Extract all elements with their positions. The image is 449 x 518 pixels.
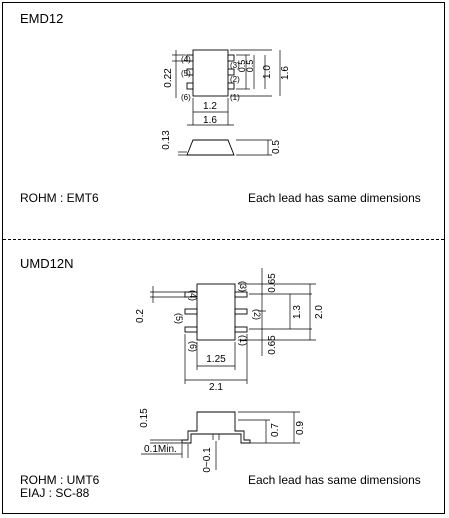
emd12-pin-label: (1) (230, 93, 240, 102)
umd12n-dim-height: 0.9 (295, 421, 306, 435)
umd12n-side-body (181, 411, 251, 444)
emd12-lead (227, 54, 235, 62)
umd12n-pin-label: (5) (174, 313, 184, 324)
umd12n-dim-total-len: 2.0 (314, 305, 325, 319)
emd12-pin-label: (4) (181, 55, 191, 64)
umd12n-dim-lead-thick: 0.15 (139, 408, 150, 428)
umd12n-dim-pitch-top: 0.65 (267, 273, 278, 293)
umd12n-dim-pitch-bottom: 0.65 (267, 335, 278, 355)
emd12-dim-total-width: 1.6 (203, 115, 217, 126)
emd12-lead (227, 82, 235, 90)
emd12-dim-pitch-a: 0.5 (237, 60, 247, 73)
umd12n-dim-standoff-range: 0~0.1 (202, 447, 213, 473)
drawing-frame (2, 2, 445, 514)
umd12n-pin-label: (3) (238, 281, 248, 292)
section1-title: EMD12 (20, 11, 64, 26)
emd12-dim-height: 0.5 (271, 140, 282, 154)
emd12-side-body (186, 139, 235, 156)
umd12n-lead (234, 326, 248, 333)
umd12n-dim-span-13: 1.3 (292, 305, 303, 319)
emd12-pin-label: (2) (230, 75, 240, 84)
emd12-dim-body-len: 1.0 (262, 65, 273, 79)
umd12n-pin-label: (1) (238, 335, 248, 346)
umd12n-dim-body-width: 1.25 (206, 354, 226, 365)
umd12n-lead (234, 308, 248, 315)
umd12n-dim-total-width: 2.1 (209, 382, 223, 393)
umd12n-pin-label: (6) (188, 341, 198, 352)
emd12-dim-total-len: 1.6 (280, 66, 291, 80)
emd12-dim-pitch-b: 0.5 (245, 60, 255, 73)
umd12n-lead (234, 291, 248, 298)
emd12-lead (186, 82, 194, 90)
emd12-lead (227, 68, 235, 76)
emd12-pin-label: (3) (230, 61, 240, 70)
emd12-dim-lead-thick: 0.13 (161, 130, 172, 150)
umd12n-lead (184, 308, 198, 315)
umd12n-dim-body-height: 0.7 (270, 423, 281, 437)
section1-note: Each lead has same dimensions (248, 191, 421, 205)
emd12-pin-label: (6) (181, 93, 191, 102)
umd12n-pin-label: (2) (252, 309, 262, 320)
umd12n-body (196, 283, 236, 341)
section2-package: ROHM : UMT6 (20, 473, 100, 487)
section2-title: UMD12N (20, 256, 74, 271)
emd12-lead (186, 54, 194, 62)
section2-note: Each lead has same dimensions (248, 473, 421, 487)
umd12n-lead (184, 291, 198, 298)
section-divider (3, 239, 444, 240)
section1-package: ROHM : EMT6 (20, 191, 99, 205)
umd12n-pin-label: (4) (188, 290, 198, 301)
umd12n-lead (184, 326, 198, 333)
section2-package-eiaj: EIAJ : SC-88 (20, 486, 90, 500)
emd12-lead (186, 68, 194, 76)
emd12-dim-lead-width: 0.22 (163, 68, 174, 88)
umd12n-dim-lead-width: 0.2 (135, 309, 146, 323)
umd12n-dim-standoff-min: 0.1Min. (144, 444, 177, 455)
emd12-dim-body-width: 1.2 (203, 101, 217, 112)
emd12-pin-label: (5) (181, 69, 191, 78)
